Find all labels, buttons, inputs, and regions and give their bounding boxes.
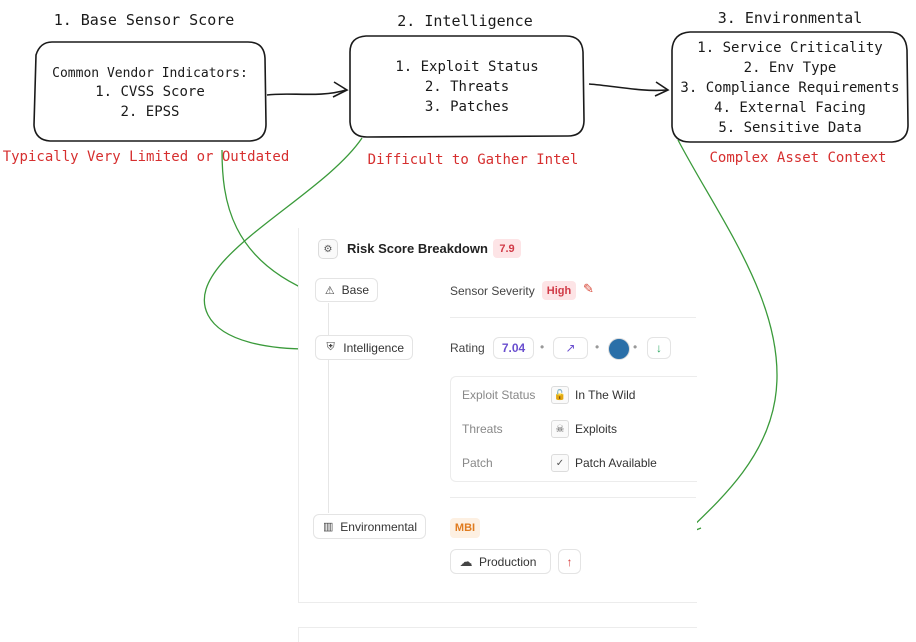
base-score-line-3: 2. EPSS — [120, 104, 179, 120]
rating-label: Rating — [450, 341, 485, 355]
intelligence-details-box — [450, 376, 697, 482]
separator-dot-1: • — [540, 340, 545, 354]
severity-badge: High — [542, 281, 576, 300]
check-circle-icon: ✓ — [551, 454, 569, 472]
environmental-line-1: 1. Service Criticality — [697, 40, 882, 56]
intelligence-line-2: 2. Threats — [425, 79, 509, 95]
timeline-line — [328, 303, 329, 513]
base-section-tag[interactable]: ⚠ Base — [315, 278, 378, 302]
environmental-note: Complex Asset Context — [709, 150, 886, 166]
production-label: Production — [479, 554, 537, 569]
sensor-severity-label: Sensor Severity — [450, 284, 535, 298]
risk-score-badge: 7.9 — [493, 239, 521, 258]
base-score-note: Typically Very Limited or Outdated — [3, 149, 290, 165]
arrow-head-intel-to-env — [654, 81, 670, 97]
environmental-line-5: 5. Sensitive Data — [718, 120, 861, 136]
separator-dot-2: • — [595, 340, 600, 354]
risk-settings-icon[interactable]: ⚙ — [318, 239, 338, 259]
intelligence-title: 2. Intelligence — [397, 12, 532, 30]
patch-label: Patch — [462, 456, 493, 470]
sensor-source-icon: ✎ — [583, 281, 594, 296]
base-section-label: Base — [341, 283, 369, 297]
intel-source-avatar — [608, 338, 630, 360]
rating-value: 7.04 — [493, 337, 534, 359]
intelligence-note: Difficult to Gather Intel — [368, 152, 579, 168]
environmental-line-4: 4. External Facing — [714, 100, 866, 116]
divider-base — [450, 317, 696, 318]
base-score-line-2: 1. CVSS Score — [95, 84, 205, 100]
trend-up-icon[interactable]: ↗ — [553, 337, 588, 359]
patch-value: Patch Available — [575, 456, 657, 470]
separator-dot-3: • — [633, 340, 638, 354]
next-card-edge — [298, 627, 697, 642]
environmental-line-3: 3. Compliance Requirements — [680, 80, 899, 96]
arrow-base-to-intel — [266, 89, 347, 96]
environmental-title: 3. Environmental — [718, 9, 863, 27]
exploit-status-value: In The Wild — [575, 388, 636, 402]
unlock-icon: 🔓 — [551, 386, 569, 404]
intelligence-line-3: 3. Patches — [425, 99, 509, 115]
skull-icon: ☠ — [551, 420, 569, 438]
risk-score-title: Risk Score Breakdown — [347, 241, 488, 256]
base-score-title: 1. Base Sensor Score — [54, 11, 235, 29]
criticality-up-icon[interactable]: ↑ — [558, 549, 581, 574]
base-score-box — [33, 41, 267, 142]
green-arrow-intel — [204, 137, 363, 350]
intelligence-line-1: 1. Exploit Status — [395, 59, 538, 75]
exploit-status-label: Exploit Status — [462, 388, 536, 402]
threats-label: Threats — [462, 422, 503, 436]
environmental-section-tag[interactable]: ▥ Environmental — [313, 514, 426, 539]
production-tag[interactable]: ☁ Production — [450, 549, 551, 574]
divider-intel — [450, 497, 696, 498]
environmental-section-label: Environmental — [340, 519, 417, 534]
risk-score-card — [298, 228, 697, 603]
environmental-box — [671, 31, 909, 143]
green-arrow-env — [677, 139, 778, 534]
warning-icon: ⚠ — [324, 284, 335, 297]
intelligence-section-label: Intelligence — [343, 340, 404, 355]
mbi-badge: MBI — [450, 518, 480, 538]
threats-value: Exploits — [575, 422, 618, 436]
cloud-icon: ☁ — [459, 553, 473, 569]
intelligence-section-tag[interactable]: ⛨ Intelligence — [315, 335, 413, 360]
shield-icon: ⛨ — [326, 341, 335, 353]
arrow-head-base-to-intel — [332, 81, 349, 98]
intelligence-box — [349, 35, 585, 138]
environmental-line-2: 2. Env Type — [744, 60, 837, 76]
arrow-intel-to-env — [588, 83, 668, 92]
base-score-line-1: Common Vendor Indicators: — [52, 66, 248, 81]
green-arrow-base — [221, 149, 317, 295]
trend-down-icon[interactable]: ↓ — [647, 337, 671, 359]
building-icon: ▥ — [322, 521, 334, 533]
